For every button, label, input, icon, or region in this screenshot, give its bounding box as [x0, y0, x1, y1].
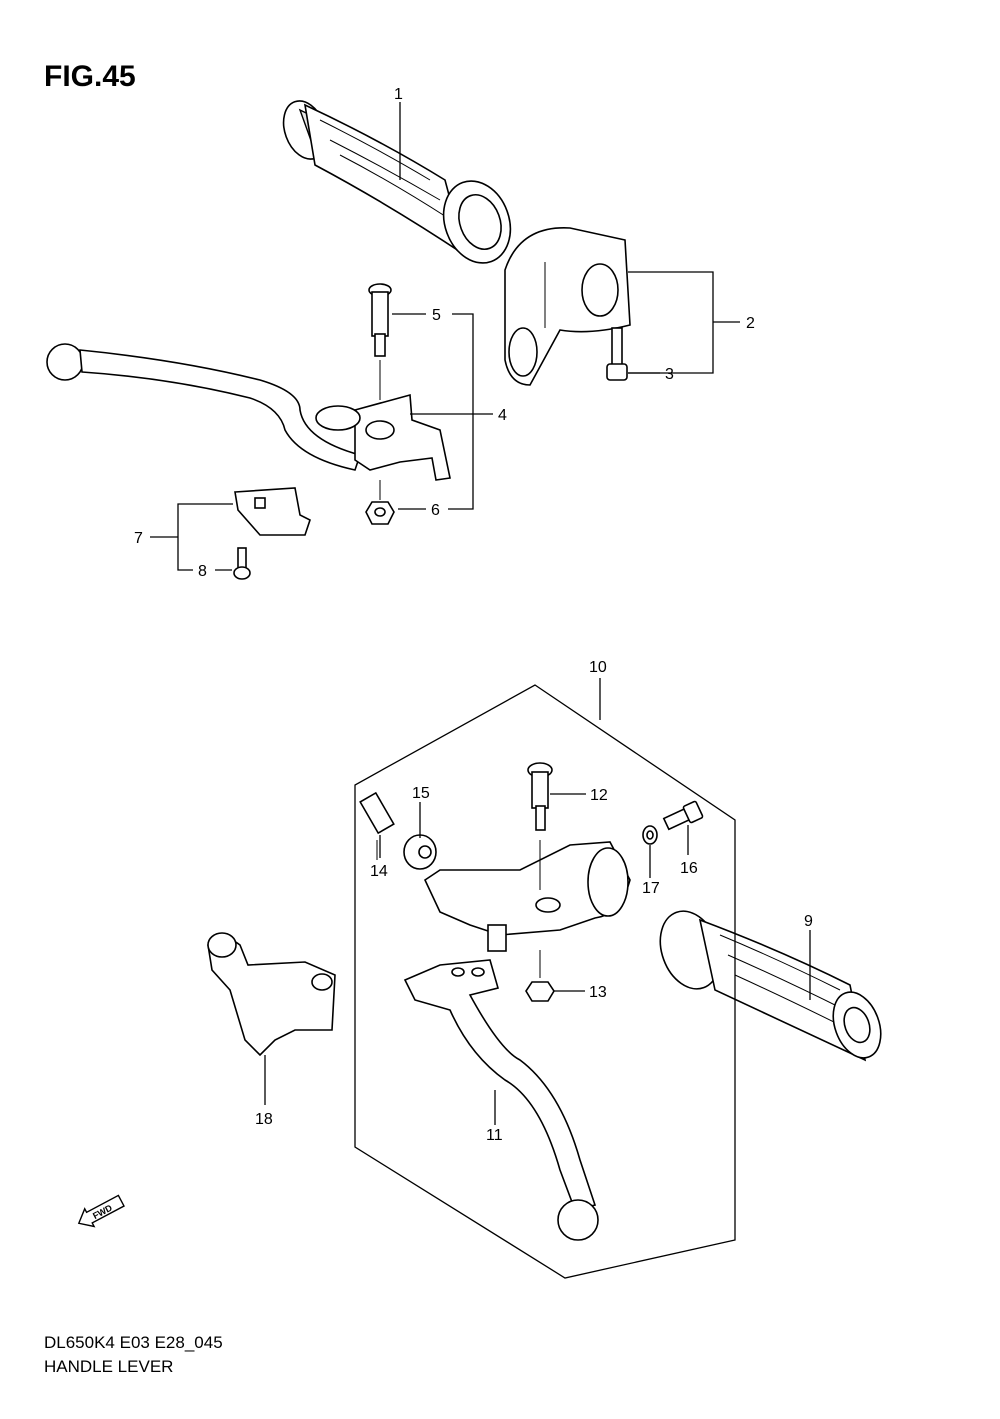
brake-switch — [234, 487, 311, 536]
holder-bolt — [662, 800, 704, 831]
left-grip — [659, 910, 882, 1062]
callout-18: 18 — [255, 1111, 273, 1128]
callout-labels: 1 2 3 4 5 6 7 8 9 10 11 12 13 14 15 16 1… — [134, 86, 813, 1144]
callout-7: 7 — [134, 530, 143, 547]
adjuster-nut — [403, 834, 437, 870]
throttle-grip — [282, 100, 512, 264]
callout-15: 15 — [412, 785, 430, 802]
callout-9: 9 — [804, 913, 813, 930]
callout-8: 8 — [198, 563, 207, 580]
callout-6: 6 — [431, 502, 440, 519]
figure-title: FIG.45 — [44, 60, 136, 93]
callout-17: 17 — [642, 880, 660, 897]
assembly-outline — [354, 684, 736, 1279]
callout-11: 11 — [486, 1127, 503, 1144]
callout-16: 16 — [680, 860, 698, 877]
clutch-switch — [207, 932, 336, 1057]
callout-14: 14 — [370, 863, 388, 880]
pivot-bolt — [368, 283, 392, 400]
figure-caption: HANDLE LEVER — [44, 1357, 174, 1376]
callout-12: 12 — [590, 787, 608, 804]
callout-4: 4 — [498, 407, 507, 424]
model-code: DL650K4 E03 E28_045 — [44, 1333, 223, 1352]
throttle-housing — [504, 227, 631, 386]
callout-2: 2 — [746, 315, 755, 332]
clutch-lever — [403, 959, 599, 1241]
brake-lever — [46, 343, 451, 481]
callout-3: 3 — [665, 366, 674, 383]
housing-screw — [606, 327, 628, 381]
callout-5: 5 — [432, 307, 441, 324]
callout-1: 1 — [394, 86, 403, 103]
cable-adjuster — [359, 791, 395, 860]
holder-washer — [642, 825, 658, 845]
callout-13: 13 — [589, 984, 607, 1001]
pivot-nut — [365, 480, 395, 525]
callout-10: 10 — [589, 659, 607, 676]
clutch-nut — [525, 950, 555, 1002]
switch-screw — [233, 547, 251, 580]
clutch-holder — [423, 841, 631, 952]
clutch-pivot-bolt — [527, 762, 553, 890]
leader-lines — [150, 102, 811, 1125]
fwd-arrow-icon: FWD — [77, 1194, 125, 1228]
